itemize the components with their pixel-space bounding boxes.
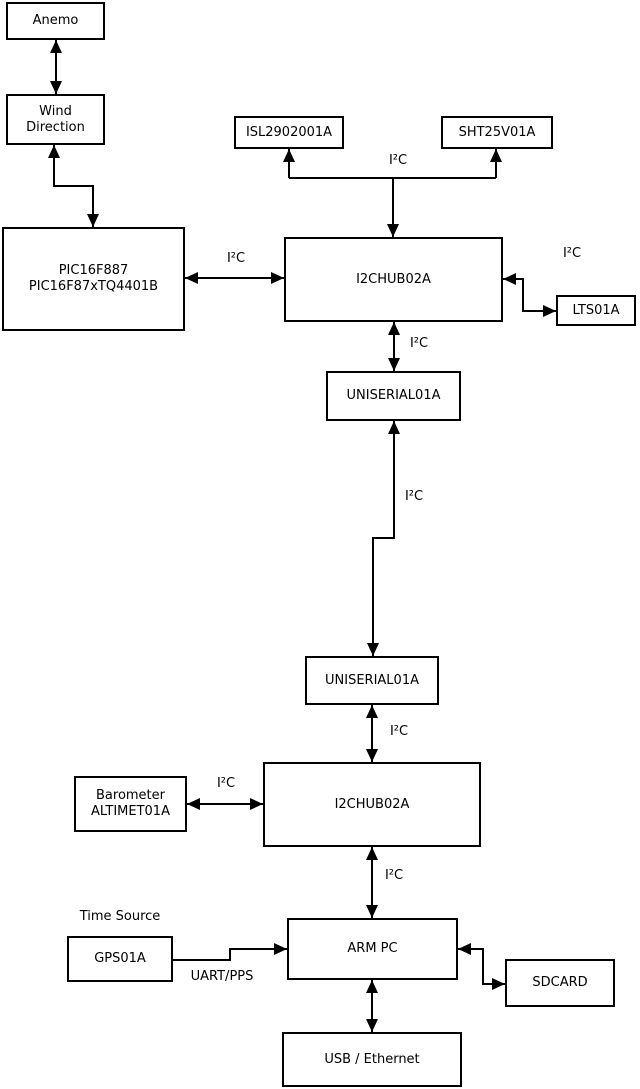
label-time-source: Time Source [79,909,161,924]
node-sht25v01a-label: SHT25V01A [458,124,536,140]
node-pic16f887-label-1: PIC16F887 [58,263,129,278]
label-i2c-hub2-armpc: I²C [384,868,404,883]
node-isl2902001a-label: ISL2902001A [245,124,333,140]
node-gps01a: GPS01A [67,936,173,982]
node-uniserial01a-1: UNISERIAL01A [326,371,461,421]
node-usb-ethernet: USB / Ethernet [282,1032,462,1087]
node-wind-direction-label-2: Direction [26,119,85,135]
label-i2c-hub1-uniserial: I²C [409,336,429,351]
node-uniserial01a-2-label: UNISERIAL01A [325,672,419,688]
label-i2c-uniserial-hub2: I²C [389,724,409,739]
edge-wind-pic [48,145,99,227]
node-wind-direction-label-1: Wind [39,103,72,119]
node-i2chub02a-2-label: I2CHUB02A [334,796,410,812]
node-lts01a: LTS01A [556,295,636,326]
node-lts01a-label: LTS01A [572,302,620,318]
node-barometer-label-1: Barometer [96,788,165,803]
label-i2c-hub1-lts: I²C [562,246,582,261]
node-usb-ethernet-label: USB / Ethernet [324,1051,420,1067]
node-i2chub02a-1: I2CHUB02A [284,237,503,322]
node-gps01a-label: GPS01A [94,951,146,966]
edge-uniserial1-uniserial2 [367,421,400,656]
node-uniserial01a-1-label: UNISERIAL01A [346,388,441,403]
node-anemo-label: Anemo [32,13,79,28]
node-barometer-label-2: ALTIMET01A [91,804,170,819]
node-i2chub02a-2: I2CHUB02A [263,762,481,847]
label-i2c-sensors: I²C [388,153,408,168]
edge-gps-armpc [173,943,287,961]
node-sdcard: SDCARD [505,959,615,1007]
label-i2c-uniserial-link: I²C [404,489,424,504]
node-wind-direction: Wind Direction [6,94,105,145]
label-uart-pps: UART/PPS [190,969,254,984]
node-arm-pc-label: ARM PC [347,941,398,956]
node-i2chub02a-1-label: I2CHUB02A [356,271,431,287]
node-pic16f887: PIC16F887 PIC16F87xTQ4401B [2,227,185,331]
label-i2c-pic-hub1: I²C [226,251,246,266]
edge-hub1-lts [503,273,556,317]
edge-armpc-sdcard [458,943,505,990]
label-i2c-barometer-hub2: I²C [216,776,236,791]
node-sdcard-label: SDCARD [532,975,588,990]
node-uniserial01a-2: UNISERIAL01A [305,656,439,705]
node-arm-pc: ARM PC [287,918,458,980]
node-pic16f887-label-2: PIC16F87xTQ4401B [28,279,159,294]
node-isl2902001a: ISL2902001A [234,116,344,149]
node-anemo: Anemo [6,2,105,40]
node-sht25v01a: SHT25V01A [441,116,553,149]
node-barometer-altimet01a: Barometer ALTIMET01A [74,776,187,832]
